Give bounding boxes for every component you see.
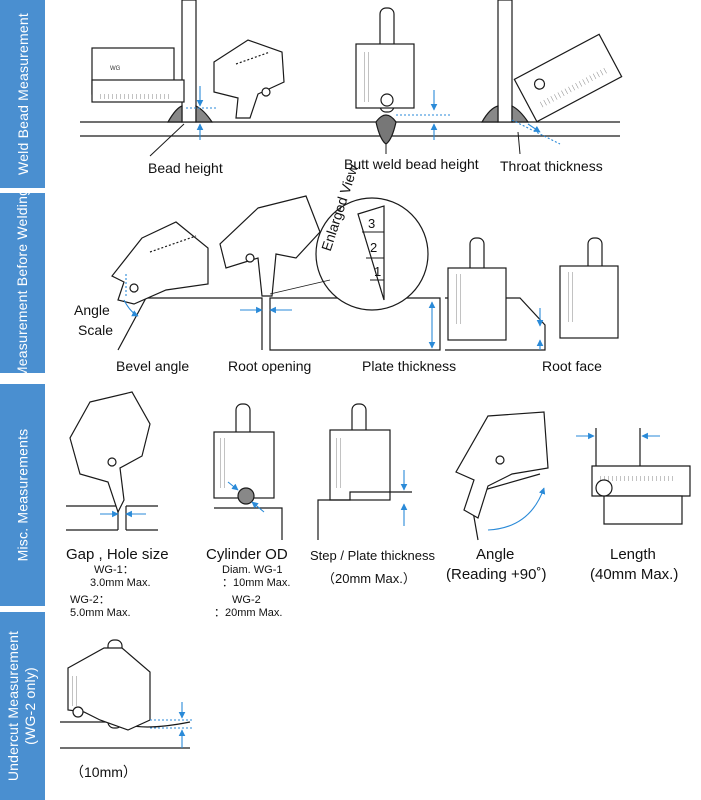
cylinder-line4: ：20mm Max. [214,607,283,619]
gap-hole-label: Gap , Hole size [66,546,169,563]
misc-arrows [100,432,660,531]
enlarged-number-1: 1 [374,264,382,279]
before-welding-arrows [123,274,544,350]
step-plate-label: Step / Plate thickness [310,548,436,563]
weld-bead-leader-lines [149,123,521,157]
undercut-scene [60,639,191,749]
angle-reading: (Reading +90˚) [446,566,547,583]
section-tab-before-welding: Measurement Before Welding [0,188,45,378]
gap-wg2-value: 5.0mm Max. [70,607,131,619]
cylinder-line3: WG-2 [232,594,261,606]
bevel-angle-label: Bevel angle [116,358,190,374]
cylinder-line2: ：10mm Max. [222,577,291,589]
gap-wg1-value: 3.0mm Max. [90,577,151,589]
step-plate-max: （20mm Max.） [322,571,416,586]
angle-label: Angle [476,546,515,563]
cylinder-od-label: Cylinder OD [206,546,288,563]
svg-text:WG: WG [110,66,121,72]
enlarged-number-2: 2 [370,240,378,255]
section-tab-misc: Misc. Measurements [0,384,45,606]
length-max: (40mm Max.) [590,566,679,583]
butt-weld-bead-height-label: Butt weld bead height [344,156,479,172]
bead-height-label: Bead height [148,160,223,176]
enlarged-number-3: 3 [368,216,376,231]
throat-thickness-label: Throat thickness [500,158,603,174]
gap-wg2: WG-2： [70,594,110,606]
misc-scene [66,391,691,541]
length-label: Length [610,546,656,563]
undercut-max: （10mm） [70,764,137,780]
gap-wg1: WG-1： [94,564,134,576]
enlarged-view-ticks [362,231,384,281]
root-face-label: Root face [542,358,602,374]
angle-scale-label-line2: Scale [78,322,114,338]
undercut-arrows [150,702,194,748]
weld-bead-scene: WG [80,0,623,145]
section-tab-weld-bead: Weld Bead Measurement [0,0,45,188]
before-welding-scene [111,195,619,351]
weld-bead-dimension-arrows [186,86,561,145]
cylinder-line1: Diam. WG-1 [222,564,283,576]
plate-thickness-label: Plate thickness [362,358,457,374]
root-opening-label: Root opening [228,358,312,374]
angle-scale-label-line1: Angle [74,302,110,318]
section-tab-undercut: Undercut Measurement (WG-2 only) [0,612,45,800]
